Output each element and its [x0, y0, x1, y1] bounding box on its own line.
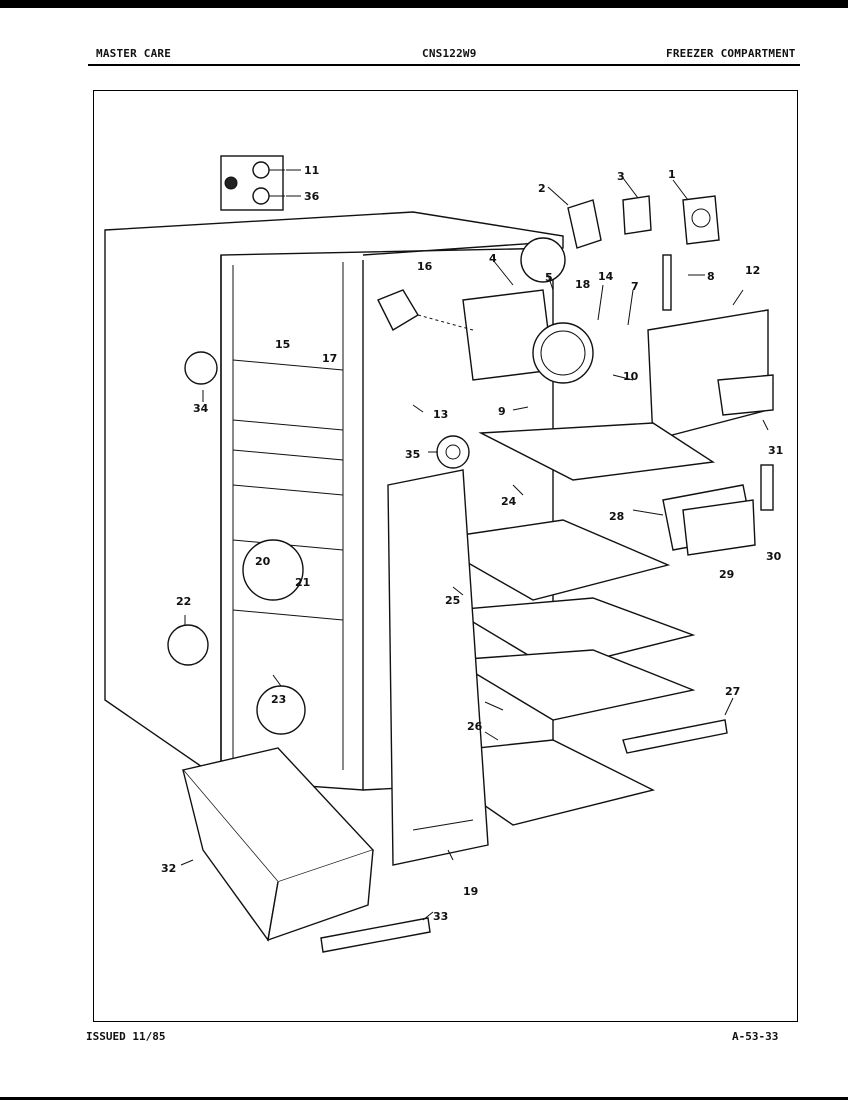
detail-circles	[167, 351, 470, 735]
callout-30: 30	[766, 550, 782, 563]
callout-31: 31	[768, 444, 783, 457]
callout-2: 2	[538, 182, 546, 195]
header-section-title: FREEZER COMPARTMENT	[666, 47, 796, 60]
footer-page-code: A-53-33	[732, 1030, 779, 1043]
callout-20: 20	[255, 555, 271, 568]
callout-22: 22	[176, 595, 191, 608]
bracket-parts-28-29-30	[662, 464, 774, 556]
callout-1: 1	[668, 168, 676, 181]
callout-19: 19	[463, 885, 478, 898]
header-model-number: CNS122W9	[422, 47, 477, 60]
part-box-11-36	[220, 155, 285, 211]
callout-7: 7	[631, 280, 639, 293]
fan-motor-assembly	[377, 237, 594, 384]
callout-35: 35	[405, 448, 420, 461]
callout-14: 14	[598, 270, 614, 283]
callout-15: 15	[275, 338, 290, 351]
callout-17: 17	[322, 352, 337, 365]
callout-32: 32	[161, 862, 176, 875]
callout-16: 16	[417, 260, 433, 273]
callout-36: 36	[304, 190, 320, 203]
header-rule	[88, 64, 800, 66]
callout-23: 23	[271, 693, 286, 706]
top-border-bar	[0, 0, 848, 8]
callout-9: 9	[498, 405, 506, 418]
callout-29: 29	[719, 568, 734, 581]
callout-27: 27	[725, 685, 740, 698]
bottom-border-line	[0, 1097, 848, 1100]
callout-3: 3	[617, 170, 625, 183]
callout-25: 25	[445, 594, 460, 607]
callout-26: 26	[467, 720, 483, 733]
callout-13: 13	[433, 408, 448, 421]
diagram-frame	[93, 90, 798, 1022]
callout-12: 12	[745, 264, 760, 277]
callout-4: 4	[489, 252, 497, 265]
callout-33: 33	[433, 910, 448, 923]
part-callouts: 1 2 3 4 5 7 8 9 10 11 12 13 14 15 16 17 …	[161, 164, 783, 923]
callout-5: 5	[545, 271, 553, 284]
footer-issued-date: ISSUED 11/85	[86, 1030, 166, 1043]
callout-24: 24	[501, 495, 517, 508]
rear-panel	[387, 469, 489, 866]
callout-18: 18	[575, 278, 590, 291]
header-brand: MASTER CARE	[96, 47, 172, 60]
freezer-basket	[181, 747, 375, 942]
evaporator-cover	[647, 309, 774, 441]
exploded-parts-diagram: 1 2 3 4 5 7 8 9 10 11 12 13 14 15 16 17 …	[104, 155, 783, 953]
callout-34: 34	[193, 402, 209, 415]
callout-11: 11	[304, 164, 319, 177]
leader-lines	[180, 169, 769, 921]
callout-28: 28	[609, 510, 624, 523]
callout-21: 21	[295, 576, 310, 589]
trim-strips	[320, 719, 728, 953]
callout-8: 8	[707, 270, 715, 283]
parts-1-2-3-8	[567, 195, 720, 311]
callout-10: 10	[623, 370, 639, 383]
